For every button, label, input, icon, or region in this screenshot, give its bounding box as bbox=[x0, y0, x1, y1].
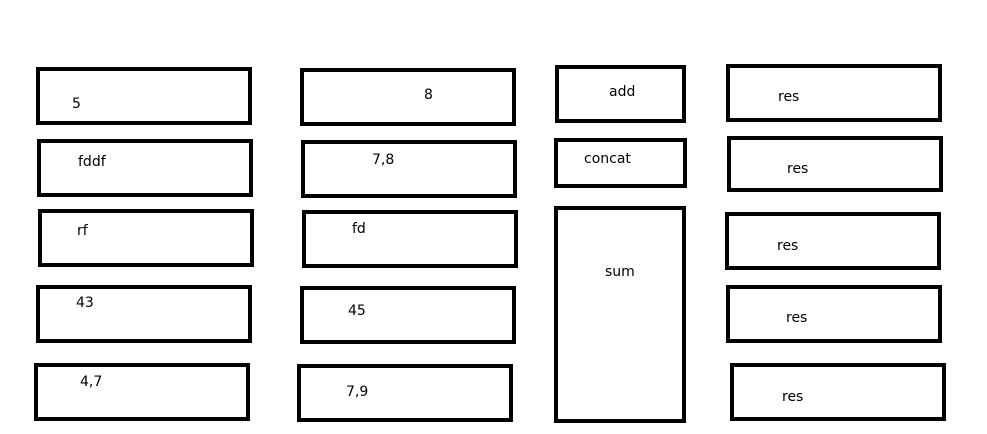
result-box-2 bbox=[727, 136, 943, 192]
input-box-b-3 bbox=[302, 210, 518, 268]
input-box-a-2 bbox=[37, 139, 253, 197]
result-box-4 bbox=[726, 285, 942, 343]
result-box-5 bbox=[730, 363, 946, 421]
input-b-3-label: fd bbox=[352, 221, 366, 237]
input-a-4-label: 43 bbox=[76, 295, 94, 311]
result-4-label: res bbox=[786, 310, 808, 326]
input-box-b-4 bbox=[300, 286, 516, 344]
input-b-1-label: 8 bbox=[424, 87, 433, 103]
result-2-label: res bbox=[787, 161, 809, 177]
operation-concat-label: concat bbox=[584, 151, 631, 167]
input-a-1-label: 5 bbox=[72, 96, 81, 112]
input-box-b-1 bbox=[300, 68, 516, 126]
operation-sum-label: sum bbox=[605, 264, 635, 280]
result-5-label: res bbox=[782, 389, 804, 405]
input-b-4-label: 45 bbox=[348, 303, 366, 319]
result-box-3 bbox=[725, 212, 941, 270]
input-box-a-4 bbox=[36, 285, 252, 343]
result-3-label: res bbox=[777, 238, 799, 254]
result-1-label: res bbox=[778, 89, 800, 105]
input-box-a-3 bbox=[38, 209, 254, 267]
input-box-a-1 bbox=[36, 67, 252, 125]
input-b-2-label: 7,8 bbox=[372, 152, 395, 168]
operation-box-concat bbox=[554, 138, 687, 188]
input-box-b-2 bbox=[301, 140, 517, 198]
operation-add-label: add bbox=[609, 84, 636, 100]
result-box-1 bbox=[726, 64, 942, 122]
input-box-b-5 bbox=[297, 364, 513, 422]
input-a-3-label: rf bbox=[77, 223, 88, 239]
input-a-2-label: fddf bbox=[78, 154, 106, 170]
input-box-a-5 bbox=[34, 363, 250, 421]
input-a-5-label: 4,7 bbox=[80, 374, 103, 390]
operation-box-sum bbox=[554, 206, 686, 423]
operation-box-add bbox=[555, 65, 686, 123]
input-b-5-label: 7,9 bbox=[346, 384, 369, 400]
